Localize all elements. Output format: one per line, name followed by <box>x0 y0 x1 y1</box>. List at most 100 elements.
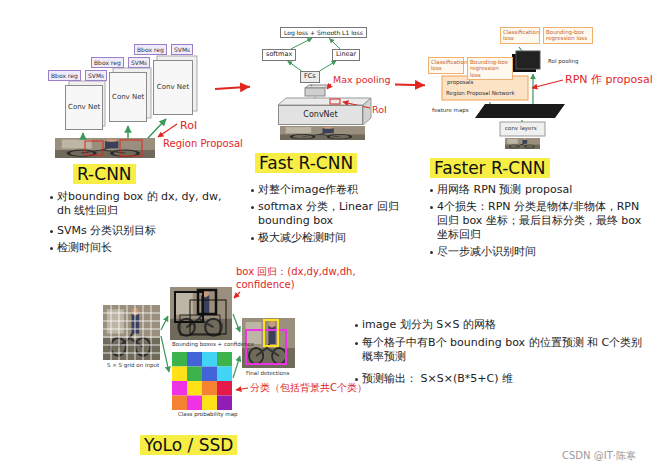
connector-arrow <box>395 83 425 86</box>
yolo-figure <box>202 396 217 411</box>
fast-rcnn-figure <box>363 98 371 125</box>
yolo-figure <box>161 336 169 372</box>
annotation: RoI <box>180 119 197 133</box>
yolo-figure <box>264 320 278 346</box>
layer-box: softmax <box>262 49 296 61</box>
box-label: SVMs <box>88 72 104 79</box>
bullet-note: 用网络 RPN 预测 proposal <box>437 183 642 197</box>
convnet-box: ConvNet <box>278 105 363 125</box>
connector-arrow <box>287 61 301 71</box>
faster-rcnn-figure <box>500 122 545 136</box>
convnet-box: Conv Net <box>109 72 147 122</box>
box-label: Classification loss <box>503 29 537 42</box>
yolo-figure <box>198 290 216 314</box>
yolo-figure <box>236 388 248 390</box>
fast-rcnn-figure <box>305 88 325 96</box>
yolo-figure <box>202 352 217 367</box>
layer-box: Log loss + Smooth L1 loss <box>280 27 367 38</box>
section-title: Fast R-CNN <box>255 153 357 173</box>
box-label: Conv Net <box>112 93 144 101</box>
fast-rcnn-figure <box>327 84 331 89</box>
box-label: Bbox reg <box>137 46 164 53</box>
figure-caption: feature maps <box>432 107 469 114</box>
loss-box: Bounding-box regression loss <box>467 57 513 80</box>
loss-box: Classification loss <box>428 57 464 74</box>
faster-rcnn-figure <box>532 80 563 88</box>
box-label: SVMs <box>174 46 190 53</box>
rcnn-figure <box>82 133 84 138</box>
bullet-note: image 划分为 S×S 的网格 <box>362 318 647 332</box>
fast-rcnn-figure <box>280 126 365 140</box>
fast-rcnn-figure <box>330 99 340 104</box>
annotation: RoI <box>372 104 387 116</box>
yolo-figure <box>187 352 202 367</box>
yolo-figure <box>233 356 240 378</box>
yolo-figure <box>217 381 232 396</box>
yolo-figure <box>172 396 187 411</box>
faster-rcnn-figure <box>489 102 490 104</box>
yolo-figure <box>172 352 187 367</box>
layer-box: FCs <box>300 71 320 83</box>
rcnn-figure <box>85 141 103 155</box>
box-label: softmax <box>266 51 292 59</box>
watermark: CSDN @IT·陈寒 <box>562 450 636 463</box>
box-label: Classification loss <box>431 59 461 72</box>
bullet-note: 4个损失：RPN 分类是物体/非物体，RPN 回归 box 坐标；最后目标分类，… <box>437 200 642 242</box>
faster-rcnn-figure <box>521 120 522 122</box>
rcnn-figure <box>148 119 166 138</box>
faster-rcnn-figure <box>532 74 533 104</box>
connector-arrow <box>329 38 340 49</box>
connector-arrow <box>320 61 337 71</box>
loss-box: Bounding-box regression loss <box>543 27 593 44</box>
fast-rcnn-figure <box>278 98 371 105</box>
box-label: Bounding-box regression loss <box>546 29 590 42</box>
yolo-figure <box>172 381 187 396</box>
annotation: Region Proposal <box>163 138 243 151</box>
figure-caption: proposals <box>447 79 473 86</box>
bullet-note: softmax 分类，Linear 回归 bounding box <box>258 200 408 228</box>
convnet-box: Conv Net <box>153 60 193 115</box>
box-label: Bbox reg <box>51 72 78 79</box>
yolo-figure <box>103 305 160 360</box>
connector-arrow <box>215 87 250 89</box>
yolo-figure <box>187 381 202 396</box>
rcnn-figure <box>158 124 177 137</box>
fast-rcnn-figure <box>314 97 315 98</box>
figure-caption: conv layers <box>505 125 537 132</box>
figure-caption: Class probability map <box>178 411 238 418</box>
section-title: R-CNN <box>73 164 136 184</box>
output-tag: Bbox reg <box>134 44 167 55</box>
rcnn-figure <box>120 140 142 156</box>
yolo-figure <box>170 287 232 340</box>
bullet-note: 对整个image作卷积 <box>258 183 408 197</box>
box-label: FCs <box>304 73 316 81</box>
bullet-note: 检测时间长 <box>57 241 222 255</box>
faster-rcnn-figure <box>519 47 522 51</box>
yolo-figure <box>234 292 240 298</box>
yolo-figure <box>202 367 217 382</box>
bullet-note: SVMs 分类识别目标 <box>57 224 222 238</box>
box-label: Bounding-box regression loss <box>470 59 510 78</box>
convnet-box: Conv Net <box>65 85 103 130</box>
bullet-note: 对bounding box 的 dx, dy, dw, dh 线性回归 <box>57 190 222 218</box>
illustration-panel: Classification lossBounding-box regressi… <box>425 25 605 150</box>
box-label: Log loss + Smooth L1 loss <box>284 29 363 36</box>
layer-box: Linear <box>332 49 360 61</box>
bullet-note: 每个格子中有B个 bounding box 的位置预测 和 C个类别概率预测 <box>362 336 647 364</box>
fast-rcnn-figure <box>278 84 371 140</box>
figure-caption: Region Proposal Network <box>446 90 515 97</box>
box-label: Conv Net <box>157 83 189 91</box>
box-label: SVMs <box>131 59 147 66</box>
figure-caption: Final detections <box>246 370 289 377</box>
bullet-note: 预测输出： S×S×(B*5+C) 维 <box>362 372 647 386</box>
fast-rcnn-figure <box>311 85 312 86</box>
section-title: Faster R-CNN <box>430 158 550 178</box>
connector-arrow <box>291 38 312 49</box>
yolo-figure <box>180 315 220 335</box>
section-title: YoLo / SSD <box>140 435 237 455</box>
output-tag: SVMs <box>171 44 193 55</box>
faster-rcnn-figure <box>475 104 565 118</box>
rcnn-figure <box>55 138 155 158</box>
output-tag: SVMs <box>128 57 150 68</box>
